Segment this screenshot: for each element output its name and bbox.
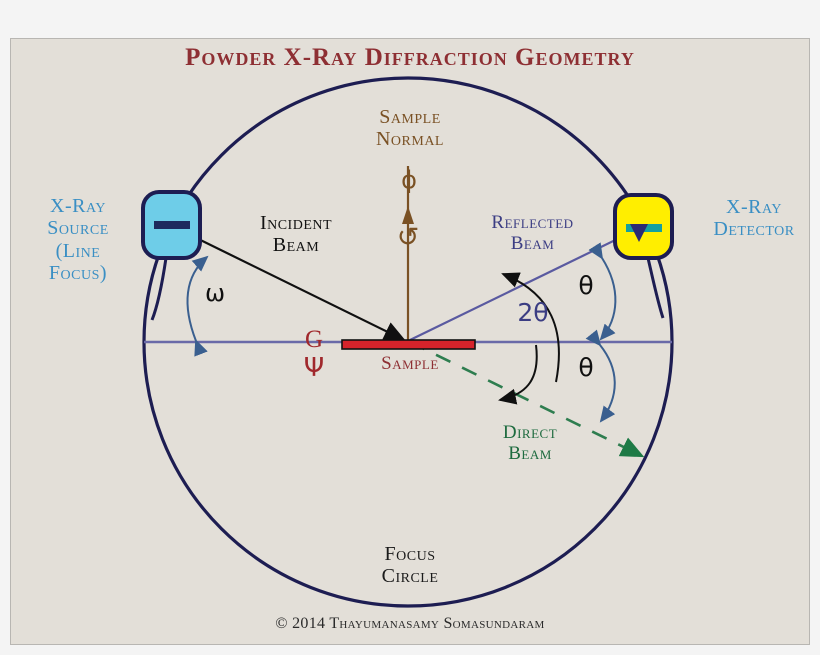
source-mount-stem bbox=[150, 257, 168, 321]
theta-upper-arc bbox=[588, 242, 617, 341]
direct-beam-line bbox=[409, 340, 645, 458]
sample-bar[interactable] bbox=[341, 339, 476, 350]
incident-beam-line bbox=[175, 227, 406, 341]
reflected-beam-line bbox=[409, 227, 642, 341]
theta-lower-arc bbox=[585, 329, 616, 423]
sample-normal-arrowhead bbox=[402, 206, 414, 224]
detector-entry-arrow-icon bbox=[630, 224, 648, 242]
two-theta-arc bbox=[501, 272, 560, 383]
omega-angle-arc bbox=[186, 255, 209, 357]
two-theta-lower-arc bbox=[498, 344, 538, 405]
detector-mount-stem bbox=[646, 257, 665, 319]
xray-source-window bbox=[154, 221, 190, 229]
